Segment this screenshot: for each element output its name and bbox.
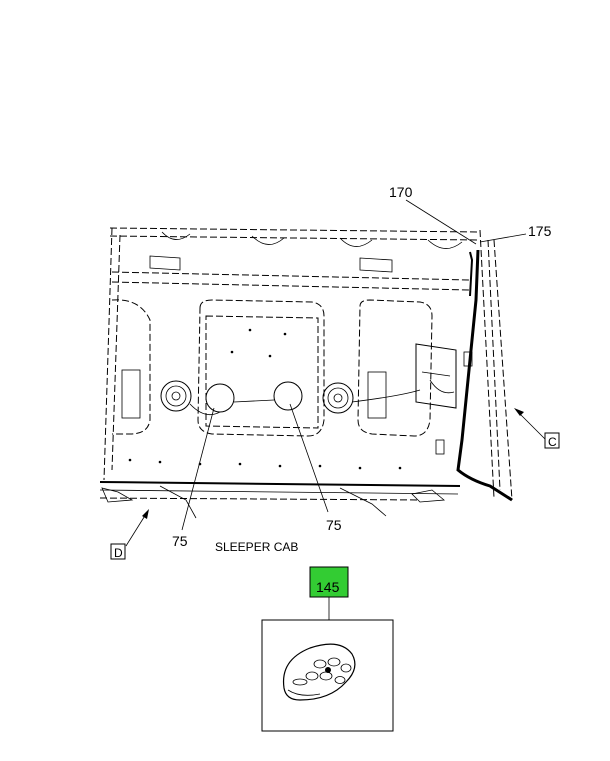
wiring-harness (456, 249, 513, 502)
leader-lines (181, 199, 527, 620)
callout-75-right: 75 (326, 517, 342, 533)
callout-175: 175 (528, 223, 552, 239)
view-label-d: D (114, 546, 123, 560)
callout-145[interactable]: 145 (316, 579, 340, 595)
speaker-right (322, 382, 354, 414)
upper-brackets (149, 231, 463, 273)
view-label-c: C (548, 435, 557, 449)
callout-75-left: 75 (172, 533, 188, 549)
control-module (415, 343, 473, 455)
speaker-left (160, 380, 192, 412)
panel-dots (128, 328, 402, 470)
view-label-d-box (110, 543, 126, 560)
remote-key-fob (282, 643, 356, 701)
view-label-c-box (544, 432, 560, 449)
view-c-arrow (514, 408, 547, 441)
lower-brackets (101, 485, 446, 519)
remote-detail-frame (261, 619, 394, 732)
diagram-caption: SLEEPER CAB (215, 540, 298, 554)
cab-ceiling-drawing (99, 227, 513, 519)
callout-145-box[interactable] (309, 566, 349, 598)
callout-170: 170 (389, 184, 413, 200)
dome-light-right (273, 381, 303, 411)
dome-light-left (205, 383, 235, 413)
view-d-arrow (125, 509, 149, 547)
